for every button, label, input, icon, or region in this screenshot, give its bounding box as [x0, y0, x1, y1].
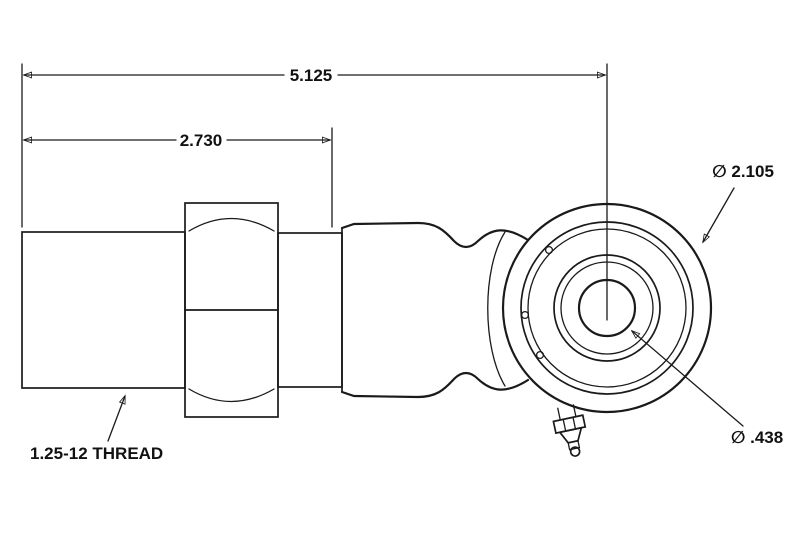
fitting-ball-tip: [569, 446, 581, 457]
nut-chamfer-bottom: [188, 388, 275, 403]
callout-text-thread-spec: 1.25-12 THREAD: [30, 444, 163, 463]
leader-line: [107, 394, 126, 442]
callout-bore-diameter: ∅ .438: [630, 329, 783, 447]
fitting-stem: [567, 439, 581, 451]
callout-text-bore-diameter: ∅ .438: [731, 428, 783, 447]
stake-mark-2: [520, 310, 530, 320]
grease-fitting: [552, 404, 587, 457]
thread-section-right: [277, 232, 343, 388]
body-contour-top: [340, 221, 530, 249]
threaded-shaft-left: [21, 231, 186, 389]
leader-line: [630, 329, 744, 427]
fitting-hex-facet-1: [562, 418, 567, 432]
hex-jam-nut: [184, 202, 279, 418]
dim-text-overall: 5.125: [290, 66, 333, 85]
body-contour-bottom: [340, 371, 530, 399]
fitting-hex-facet-2: [572, 416, 577, 430]
neck-blend-arc: [487, 231, 506, 387]
stake-mark-3: [535, 350, 545, 360]
thread-section-left: [21, 231, 186, 389]
leader-line: [702, 187, 735, 244]
fitting-neck-left: [557, 407, 561, 421]
stake-mark-1: [544, 245, 554, 255]
nut-chamfer-top: [188, 217, 275, 232]
threaded-shaft-right: [277, 232, 343, 388]
dimension-thread-length: 2.730: [22, 127, 333, 228]
callout-outer-diameter: ∅ 2.105: [702, 162, 774, 244]
fitting-neck-right: [572, 404, 577, 418]
dim-text-thread-length: 2.730: [180, 131, 223, 150]
callout-thread-spec: 1.25-12 THREAD: [30, 394, 163, 463]
callout-text-outer-diameter: ∅ 2.105: [712, 162, 774, 181]
rod-end-body: [340, 221, 530, 399]
dimension-overall-length: 5.125: [21, 63, 607, 228]
